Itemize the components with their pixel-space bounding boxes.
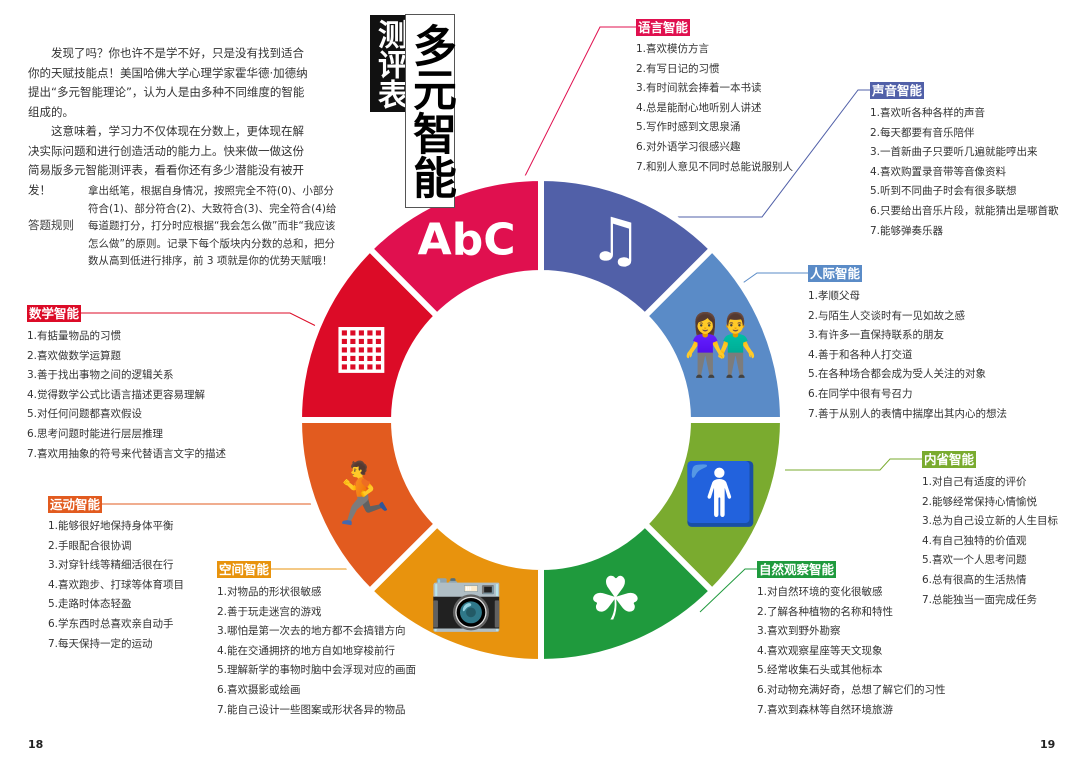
list-intrapersonal: 1.对自己有适度的评价 2.能够经常保持心情愉悦 3.总为自己设立新的人生目标 4.有… [922, 473, 1058, 610]
list-item: 6.对动物充满好奇，总想了解它们的习性 [757, 683, 946, 696]
music-note-icon: ♫ [589, 205, 643, 275]
label-language: 语言智能 [636, 19, 691, 36]
intro-text: 发现了吗？你也许不是学不好，只是没有找到适合你的天赋技能点！美国哈佛大学心理学家… [28, 44, 308, 200]
list-item: 7.每天保持一定的运动 [48, 637, 153, 650]
page-number-right: 19 [1040, 738, 1056, 751]
list-item: 4.总是能耐心地听别人讲述 [636, 101, 762, 114]
list-item: 1.对物品的形状很敏感 [217, 586, 322, 598]
rules-label: 答题规则 [28, 218, 74, 232]
list-item: 2.有写日记的习惯 [636, 62, 720, 75]
list-item: 3.总为自己设立新的人生目标 [922, 515, 1059, 528]
page-number-left: 18 [28, 738, 44, 751]
list-item: 5.喜欢一个人思考问题 [922, 554, 1027, 567]
intro-paragraph-1: 发现了吗？你也许不是学不好，只是没有找到适合你的天赋技能点！美国哈佛大学心理学家… [28, 46, 308, 119]
list-item: 7.喜欢到森林等自然环境旅游 [757, 703, 894, 716]
list-item: 2.手眼配合很协调 [48, 539, 132, 552]
list-item: 7.总能独当一面完成任务 [922, 593, 1038, 606]
list-item: 3.喜欢到野外勘察 [757, 625, 841, 638]
list-item: 7.和别人意见不同时总能说服别人 [636, 160, 794, 173]
rules-text: 拿出纸笔，根据自身情况，按照完全不符(0)、小部分符合(1)、部分符合(2)、大… [88, 185, 337, 267]
label-intrapersonal: 内省智能 [922, 451, 977, 468]
list-item: 6.在同学中很有号召力 [808, 387, 913, 400]
list-item: 5.听到不同曲子时会有很多联想 [870, 185, 1017, 198]
list-music: 1.喜欢听各种各样的声音 2.每天都要有音乐陪伴 3.一首新曲子只要听几遍就能哼出来… [870, 104, 1059, 241]
list-item: 6.思考问题时能进行层层推理 [27, 427, 164, 440]
list-naturalist: 1.对自然环境的变化很敏感 2.了解各种植物的名称和特性 3.喜欢到野外勘察 4.喜欢… [757, 583, 946, 720]
camera-icon: 📷 [429, 565, 504, 635]
list-item: 3.一首新曲子只要听几遍就能哼出来 [870, 146, 1038, 159]
list-item: 6.学东西时总喜欢亲自动手 [48, 617, 174, 630]
list-item: 4.喜欢跑步、打球等体育项目 [48, 578, 185, 591]
leaf-icon: ☘ [589, 565, 643, 635]
list-spatial: 1.对物品的形状很敏感 2.善于玩走迷宫的游戏 3.哪怕是第一次去的地方都不会搞错方… [217, 583, 416, 720]
label-math: 数学智能 [27, 305, 82, 322]
list-item: 2.与陌生人交谈时有一见如故之感 [808, 309, 966, 322]
people-icon: 👫 [683, 311, 758, 381]
leader-line-intrapersonal [785, 458, 922, 471]
list-item: 3.善于找出事物之间的逻辑关系 [27, 369, 174, 382]
list-item: 7.能够弹奏乐器 [870, 224, 944, 237]
list-item: 5.经常收集石头或其他标本 [757, 664, 883, 677]
list-item: 6.对外语学习很感兴趣 [636, 140, 741, 153]
list-item: 4.喜欢购置录音带等音像资料 [870, 165, 1007, 178]
list-item: 7.能自己设计一些图案或形状各异的物品 [217, 703, 406, 716]
list-item: 1.能够很好地保持身体平衡 [48, 520, 174, 532]
list-item: 1.对自己有适度的评价 [922, 476, 1027, 488]
list-item: 4.善于和各种人打交道 [808, 348, 913, 361]
list-language: 1.喜欢模仿方言 2.有写日记的习惯 3.有时间就会捧着一本书读 4.总是能耐心地听别… [636, 40, 793, 177]
list-item: 3.有时间就会捧着一本书读 [636, 82, 762, 95]
list-item: 1.孝顺父母 [808, 290, 861, 302]
list-item: 5.走路时体态轻盈 [48, 598, 132, 611]
label-music: 声音智能 [870, 82, 925, 99]
list-item: 2.能够经常保持心情愉悦 [922, 495, 1038, 508]
list-item: 1.对自然环境的变化很敏感 [757, 586, 883, 598]
list-item: 7.喜欢用抽象的符号来代替语言文字的描述 [27, 447, 227, 460]
list-item: 6.只要给出音乐片段，就能猜出是哪首歌 [870, 204, 1059, 217]
runner-icon: 🏃 [324, 459, 399, 529]
list-item: 5.对任何问题都喜欢假设 [27, 408, 143, 421]
list-item: 4.有自己独特的价值观 [922, 534, 1027, 547]
list-item: 3.对穿针线等精细活很在行 [48, 559, 174, 572]
list-item: 2.喜欢做数学运算题 [27, 349, 122, 362]
list-item: 1.喜欢模仿方言 [636, 43, 710, 55]
leader-line-language [521, 26, 636, 183]
calculator-icon: ▦ [333, 311, 390, 381]
list-item: 5.写作时感到文思泉涌 [636, 121, 741, 134]
list-math: 1.有掂量物品的习惯 2.喜欢做数学运算题 3.善于找出事物之间的逻辑关系 4.觉得数… [27, 327, 226, 464]
list-item: 5.在各种场合都会成为受人关注的对象 [808, 368, 987, 381]
person-icon: 🚹 [683, 459, 758, 529]
list-item: 4.觉得数学公式比语言描述更容易理解 [27, 388, 206, 401]
list-item: 2.每天都要有音乐陪伴 [870, 126, 975, 139]
list-bodily: 1.能够很好地保持身体平衡 2.手眼配合很协调 3.对穿针线等精细活很在行 4.喜欢跑… [48, 517, 184, 654]
abc-letters-icon: AbC [418, 214, 516, 265]
leader-line-naturalist [699, 568, 757, 613]
list-item: 2.善于玩走迷宫的游戏 [217, 605, 322, 618]
leader-line-math [80, 312, 317, 327]
ring-segment-language [365, 174, 544, 321]
label-naturalist: 自然观察智能 [757, 561, 837, 578]
list-item: 1.有掂量物品的习惯 [27, 330, 122, 342]
list-item: 4.喜欢观察星座等天文现象 [757, 644, 883, 657]
list-item: 6.总有很高的生活热情 [922, 573, 1027, 586]
list-item: 2.了解各种植物的名称和特性 [757, 605, 894, 618]
list-interpersonal: 1.孝顺父母 2.与陌生人交谈时有一见如故之感 3.有许多一直保持联系的朋友 4.善于… [808, 287, 1007, 424]
page-title: 多元智能 [405, 14, 456, 208]
list-item: 6.喜欢摄影或绘画 [217, 683, 301, 696]
list-item: 4.能在交通拥挤的地方自如地穿梭前行 [217, 644, 396, 657]
list-item: 5.理解新学的事物时脑中会浮现对应的画面 [217, 664, 417, 677]
list-item: 7.善于从别人的表情中揣摩出其内心的想法 [808, 407, 1008, 420]
title-subtitle: 测评表 [370, 15, 407, 112]
label-bodily: 运动智能 [48, 496, 103, 513]
label-spatial: 空间智能 [217, 561, 272, 578]
list-item: 3.哪怕是第一次去的地方都不会搞错方向 [217, 625, 406, 638]
list-item: 1.喜欢听各种各样的声音 [870, 107, 986, 119]
list-item: 3.有许多一直保持联系的朋友 [808, 329, 945, 342]
label-interpersonal: 人际智能 [808, 265, 863, 282]
leader-line-music [662, 89, 870, 218]
intro-paragraph-2: 这意味着，学习力不仅体现在分数上，更体现在解决实际问题和进行创造活动的能力上。快… [28, 124, 304, 197]
